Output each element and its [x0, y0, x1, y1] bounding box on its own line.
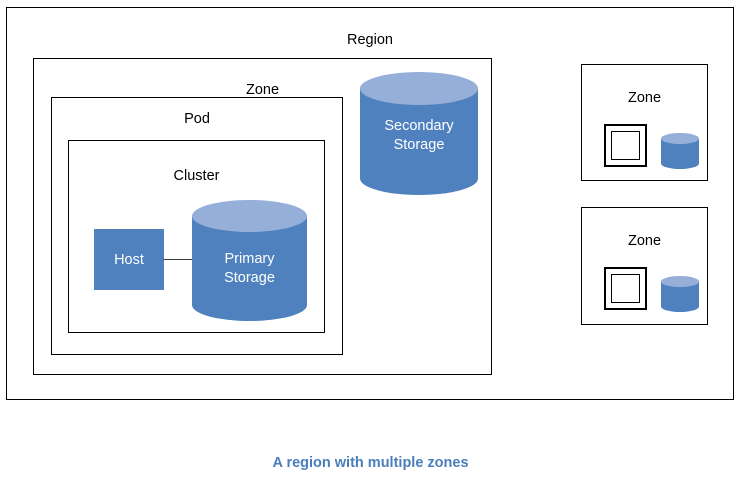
- secondary-storage-cylinder-icon: Secondary Storage: [360, 72, 478, 195]
- mini-storage-cylinder-icon: [661, 276, 699, 312]
- zone-label: Zone: [245, 82, 280, 98]
- primary-storage-cylinder-icon: Primary Storage: [192, 200, 307, 321]
- cylinder-top: [192, 200, 307, 232]
- host-node: Host: [94, 229, 164, 290]
- diagram-caption: A region with multiple zones: [272, 455, 469, 471]
- pod-label: Pod: [184, 111, 210, 127]
- host-to-primary-storage-connector: [163, 259, 194, 260]
- cylinder-top: [360, 72, 478, 105]
- mini-host-icon: [604, 267, 647, 310]
- region-label: Region: [347, 32, 393, 48]
- cluster-container: Cluster: [68, 140, 325, 333]
- mini-zone-label: Zone: [627, 90, 662, 106]
- mini-host-icon: [604, 124, 647, 167]
- pod-container: Pod: [51, 97, 343, 355]
- host-label: Host: [114, 251, 144, 268]
- cylinder-top: [661, 133, 699, 144]
- mini-host-inner-square: [611, 131, 640, 160]
- primary-storage-label-line2: Storage: [224, 270, 275, 286]
- cluster-label: Cluster: [173, 168, 220, 184]
- mini-zone-panel-1: Zone: [581, 64, 708, 181]
- primary-storage-label-line1: Primary: [224, 251, 275, 267]
- mini-storage-cylinder-icon: [661, 133, 699, 169]
- zone-container: Zone: [33, 58, 492, 375]
- cylinder-top: [661, 276, 699, 287]
- secondary-storage-label-line1: Secondary: [384, 118, 454, 134]
- secondary-storage-label-line2: Storage: [393, 137, 445, 153]
- region-container: Region: [6, 7, 734, 400]
- mini-zone-label: Zone: [627, 233, 662, 249]
- mini-host-inner-square: [611, 274, 640, 303]
- mini-zone-panel-2: Zone: [581, 207, 708, 325]
